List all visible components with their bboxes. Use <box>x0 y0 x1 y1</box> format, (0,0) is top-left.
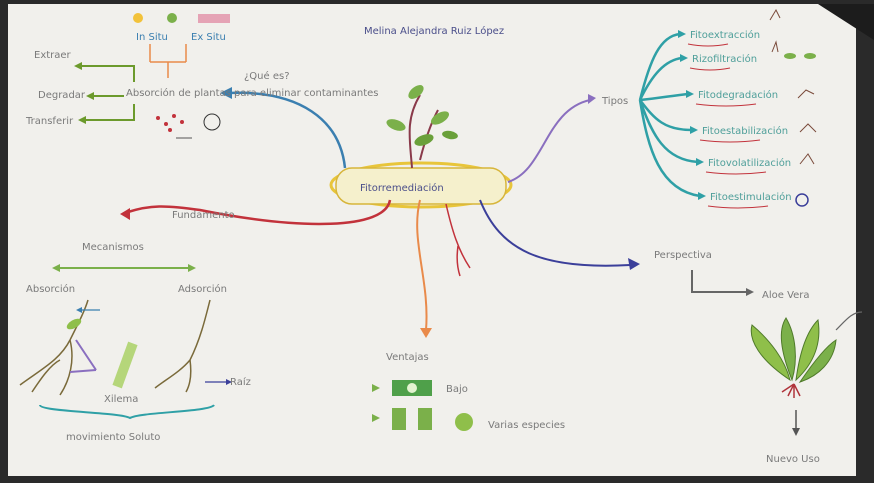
sun-icon <box>133 13 143 23</box>
arrow-transferir <box>84 104 135 121</box>
arrow-extraer <box>80 65 135 82</box>
tipo-5: Fitovolatilización <box>708 157 791 169</box>
raiz-label: Raíz <box>230 376 251 388</box>
root-sketch-left <box>19 299 89 396</box>
tipos-label: Tipos <box>601 96 628 107</box>
arrow-head <box>52 264 60 272</box>
people-icon <box>198 14 230 23</box>
ex-situ-label: Ex Situ <box>191 32 226 43</box>
perspectiva-label: Perspectiva <box>654 250 712 261</box>
leaf <box>408 85 424 99</box>
movimiento-label: movimiento Soluto <box>66 432 160 443</box>
action-extraer: Extraer <box>34 50 72 61</box>
arrow-perspectiva <box>479 199 631 267</box>
magnifier-icon <box>795 193 809 207</box>
arrow-head <box>86 92 94 100</box>
ventajas-label: Ventajas <box>386 352 429 363</box>
arrow-head <box>78 116 86 124</box>
arrow-head <box>188 264 196 272</box>
action-transferir: Transferir <box>25 116 74 127</box>
root-sketch-right <box>154 299 211 393</box>
adsorcion-label: Adsorción <box>178 283 227 295</box>
arrow-head <box>588 94 596 104</box>
aloe-vera-drawing <box>750 311 863 398</box>
question-label: ¿Qué es? <box>244 70 290 82</box>
table-corner <box>818 4 874 40</box>
plant-icon-1 <box>392 408 406 430</box>
action-degradar: Degradar <box>38 90 86 101</box>
aloe-vera-label: Aloe Vera <box>762 290 810 301</box>
author-name: Melina Alejandra Ruiz López <box>364 25 504 37</box>
arrow-ventajas <box>416 199 428 331</box>
arrow-head <box>74 62 82 70</box>
plant-icon-2 <box>418 408 432 430</box>
bajo-label: Bajo <box>446 384 468 395</box>
plant-stem <box>408 94 421 169</box>
paper-sheet <box>8 4 856 476</box>
arrow-head <box>628 258 640 270</box>
arrow-head <box>220 87 232 99</box>
concept-text: Absorción de plantas para eliminar conta… <box>126 87 379 99</box>
tipos-branches <box>638 32 701 198</box>
arrow-head <box>120 208 130 220</box>
tree-icon <box>167 13 177 23</box>
leaf <box>414 134 434 146</box>
xilema-tube <box>112 341 138 389</box>
arrow-tipos <box>507 99 591 183</box>
arrow-fundamento <box>127 199 392 226</box>
in-situ-label: In Situ <box>136 32 168 43</box>
varias-label: Varias especies <box>488 420 565 431</box>
leaf <box>430 111 450 125</box>
plant-stem-2 <box>419 109 439 161</box>
nuevo-uso-label: Nuevo Uso <box>766 454 820 465</box>
tipo-2: Rizofiltración <box>692 53 757 65</box>
arrow-head <box>420 328 432 338</box>
tipo-4: Fitoestabilización <box>702 125 788 137</box>
fundamento-label: Fundamento <box>172 210 235 221</box>
mecanismos-label: Mecanismos <box>82 242 144 253</box>
leaf <box>442 130 458 140</box>
tipo-6: Fitoestimulación <box>710 191 792 203</box>
absorcion-label: Absorción <box>26 283 75 295</box>
tipo-3: Fitodegradación <box>698 89 778 101</box>
sad-face-icon <box>203 113 221 131</box>
arrow-que-es <box>227 91 347 169</box>
central-outline <box>329 161 513 209</box>
tipo-1: Fitoextracción <box>690 29 760 41</box>
brace <box>39 404 215 420</box>
central-box <box>335 167 507 205</box>
leaf <box>386 119 406 131</box>
xilema-label: Xilema <box>104 394 138 405</box>
central-title: Fitorremediación <box>360 182 444 194</box>
plant-icon-3 <box>455 413 473 431</box>
